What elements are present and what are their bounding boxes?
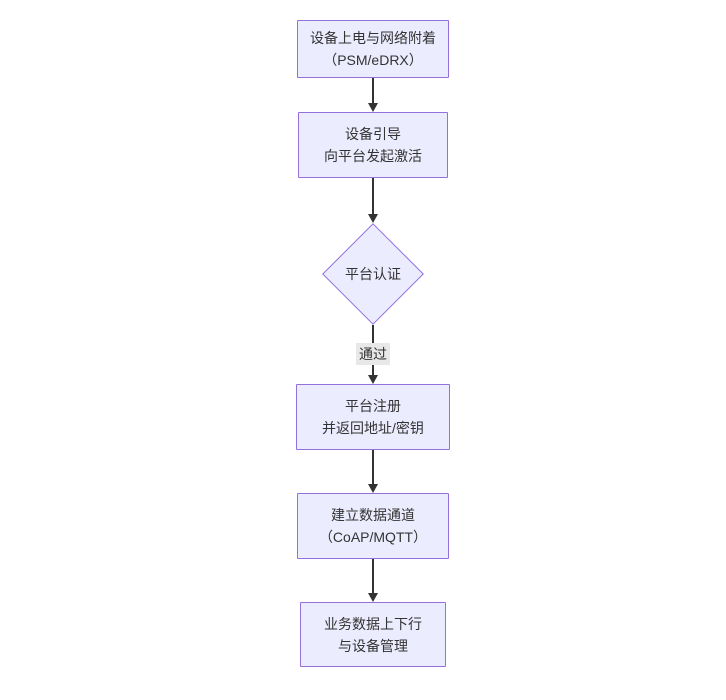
arrow-power-to-bootstrap <box>368 78 378 112</box>
arrow-register-to-channel <box>368 450 378 493</box>
arrowhead-down-icon <box>368 214 378 223</box>
arrow-line <box>372 450 374 486</box>
arrow-line <box>372 559 374 595</box>
node-platform-register-line2: 并返回地址/密钥 <box>322 420 424 436</box>
edge-label-pass: 通过 <box>356 343 390 365</box>
arrow-channel-to-business <box>368 559 378 602</box>
node-data-channel-line1: 建立数据通道 <box>331 507 415 523</box>
arrowhead-down-icon <box>368 375 378 384</box>
arrowhead-down-icon <box>368 103 378 112</box>
node-power-attach-line1: 设备上电与网络附着 <box>310 30 436 46</box>
arrow-bootstrap-to-auth <box>368 178 378 223</box>
node-platform-auth: 平台认证 <box>322 223 424 325</box>
arrow-line <box>372 178 374 216</box>
node-data-channel-line2: （CoAP/MQTT） <box>318 529 428 545</box>
arrow-line <box>372 78 374 105</box>
node-power-attach-line2: （PSM/eDRX） <box>323 52 423 68</box>
node-bootstrap-line2: 向平台发起激活 <box>324 148 422 164</box>
node-bootstrap-line1: 设备引导 <box>345 126 401 142</box>
node-data-channel: 建立数据通道 （CoAP/MQTT） <box>297 493 449 559</box>
node-bootstrap: 设备引导 向平台发起激活 <box>298 112 448 178</box>
node-business-data-line1: 业务数据上下行 <box>324 615 422 632</box>
node-platform-register-line1: 平台注册 <box>345 398 401 414</box>
node-platform-auth-label: 平台认证 <box>345 266 401 282</box>
node-power-attach: 设备上电与网络附着 （PSM/eDRX） <box>297 20 449 78</box>
node-business-data-line2: 与设备管理 <box>338 637 408 654</box>
arrowhead-down-icon <box>368 593 378 602</box>
node-platform-register: 平台注册 并返回地址/密钥 <box>296 384 450 450</box>
node-business-data: 业务数据上下行 与设备管理 <box>300 602 446 667</box>
arrowhead-down-icon <box>368 484 378 493</box>
